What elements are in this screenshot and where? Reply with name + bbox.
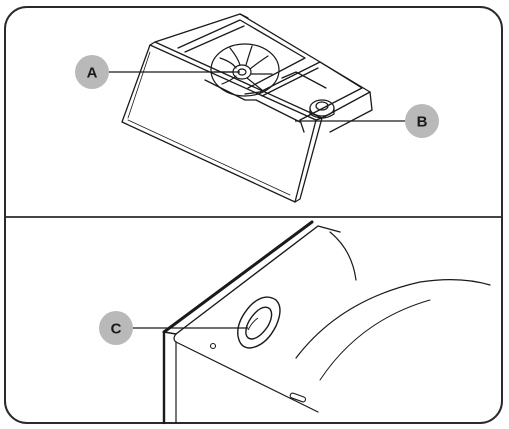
callout-b-badge: [405, 104, 439, 138]
drain-insert: [237, 296, 281, 349]
softener-cap: [309, 99, 335, 119]
detergent-drawer: [121, 13, 373, 203]
drawer-body-rim: [154, 13, 371, 119]
callout-c-label: C: [111, 321, 122, 338]
outer-border: [4, 6, 503, 424]
callout-c-badge: [99, 311, 133, 345]
callout-a: A: [75, 55, 240, 89]
callout-a-label: A: [87, 65, 98, 82]
drawer-front-panel: [121, 44, 317, 203]
callout-b-label: B: [417, 114, 428, 131]
callout-b: B: [295, 104, 439, 138]
callout-c: C: [99, 311, 248, 345]
drawer-housing: [162, 220, 491, 425]
callout-a-badge: [75, 55, 109, 89]
